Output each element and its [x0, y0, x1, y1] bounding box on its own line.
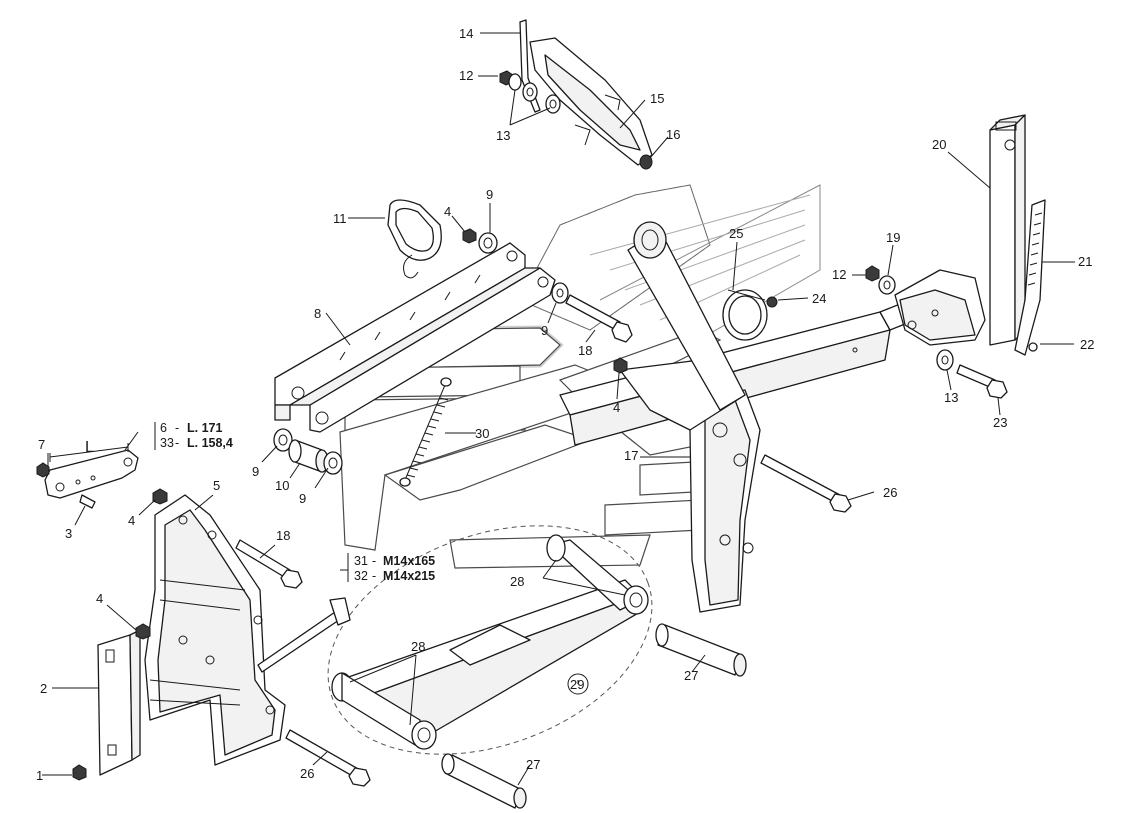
callout-15: 15 [650, 91, 664, 106]
lifting-handle [387, 199, 442, 279]
callout-13: 13 [944, 390, 958, 405]
tension-spring [399, 377, 452, 487]
left-bracket [144, 494, 286, 766]
callout-9: 9 [486, 187, 493, 202]
callout-28: 28 [510, 574, 524, 589]
callout-27: 27 [684, 668, 698, 683]
leader-lines [42, 32, 1075, 786]
callout-8: 8 [314, 306, 321, 321]
callout-3: 3 [65, 526, 72, 541]
spring-hook [519, 19, 541, 113]
bolt-right [760, 454, 852, 513]
upright-post [894, 114, 1026, 346]
callout-16: 16 [666, 127, 680, 142]
callout-4: 4 [128, 513, 135, 528]
dimension-L [49, 443, 129, 462]
nut-washer-mid [462, 228, 498, 254]
spec1-row2-sep: - [175, 436, 179, 450]
rollers [441, 623, 747, 809]
callout-17: 17 [624, 448, 638, 463]
spec2-row2-id: 32 [354, 569, 368, 583]
callout-21: 21 [1078, 254, 1092, 269]
bushing-stack [273, 428, 343, 475]
callout-12: 12 [832, 267, 846, 282]
lynch-pin [722, 289, 778, 341]
callout-9: 9 [252, 464, 259, 479]
callout-1: 1 [36, 768, 43, 783]
callout-4-lower: 4 [96, 591, 103, 606]
callout-29-circle [567, 673, 589, 695]
callout-24: 24 [812, 291, 826, 306]
callout-7: 7 [38, 437, 45, 452]
spec1-row1-val: L. 171 [187, 421, 222, 435]
handle-arm [627, 221, 746, 411]
callout-22: 22 [1080, 337, 1094, 352]
callout-2: 2 [40, 681, 47, 696]
callout-27: 27 [526, 757, 540, 772]
link-plate [36, 449, 139, 509]
spec2-row1-id: 31 [354, 554, 368, 568]
callout-28: 28 [411, 639, 425, 654]
spec-table-bolt: 31 - M14x165 32 - M14x215 [354, 554, 435, 583]
washer-set-top [499, 70, 561, 114]
height-gauge-strip [1014, 199, 1046, 356]
spec2-row1-val: M14x165 [383, 554, 435, 568]
callout-23: 23 [993, 415, 1007, 430]
callout-19: 19 [886, 230, 900, 245]
callout-4: 4 [444, 204, 451, 219]
dimension-L-label: L [85, 439, 94, 456]
callout-29: 29 [570, 677, 584, 692]
callout-labels: 14 12 13 15 16 11 4 9 8 9 18 4 30 9 10 9… [36, 26, 1094, 783]
spec1-row1-sep: - [175, 421, 179, 435]
callout-4: 4 [613, 400, 620, 415]
upper-plate [529, 37, 653, 170]
spec1-row2-val: L. 158,4 [187, 436, 233, 450]
bolt-upper [551, 282, 633, 343]
spec1-row1-id: 6 [160, 421, 167, 435]
callout-18: 18 [276, 528, 290, 543]
callout-25: 25 [729, 226, 743, 241]
callout-10: 10 [275, 478, 289, 493]
callout-13: 13 [496, 128, 510, 143]
spec-table-length: 6 - L. 171 33 - L. 158,4 [160, 421, 233, 450]
callout-11: 11 [333, 211, 347, 226]
callout-26: 26 [883, 485, 897, 500]
side-plates [274, 242, 556, 433]
bolt-left [135, 488, 303, 640]
lower-shaft-assembly [327, 525, 653, 755]
callout-5: 5 [213, 478, 220, 493]
callout-18: 18 [578, 343, 592, 358]
nut-mid [613, 357, 628, 374]
callout-12: 12 [459, 68, 473, 83]
spec-table-2-bracket [340, 553, 349, 582]
spec2-row2-sep: - [372, 569, 376, 583]
vertical-plate [72, 629, 141, 781]
spec2-row2-val: M14x215 [383, 569, 435, 583]
bolt-lower [285, 729, 371, 787]
callout-9: 9 [299, 491, 306, 506]
long-bolt [257, 597, 351, 673]
callout-14: 14 [459, 26, 473, 41]
spec2-row1-sep: - [372, 554, 376, 568]
callout-20: 20 [932, 137, 946, 152]
spec1-row2-id: 33 [160, 436, 174, 450]
right-hardware [865, 265, 1038, 399]
callout-9: 9 [541, 323, 548, 338]
callout-30: 30 [475, 426, 489, 441]
callout-26: 26 [300, 766, 314, 781]
